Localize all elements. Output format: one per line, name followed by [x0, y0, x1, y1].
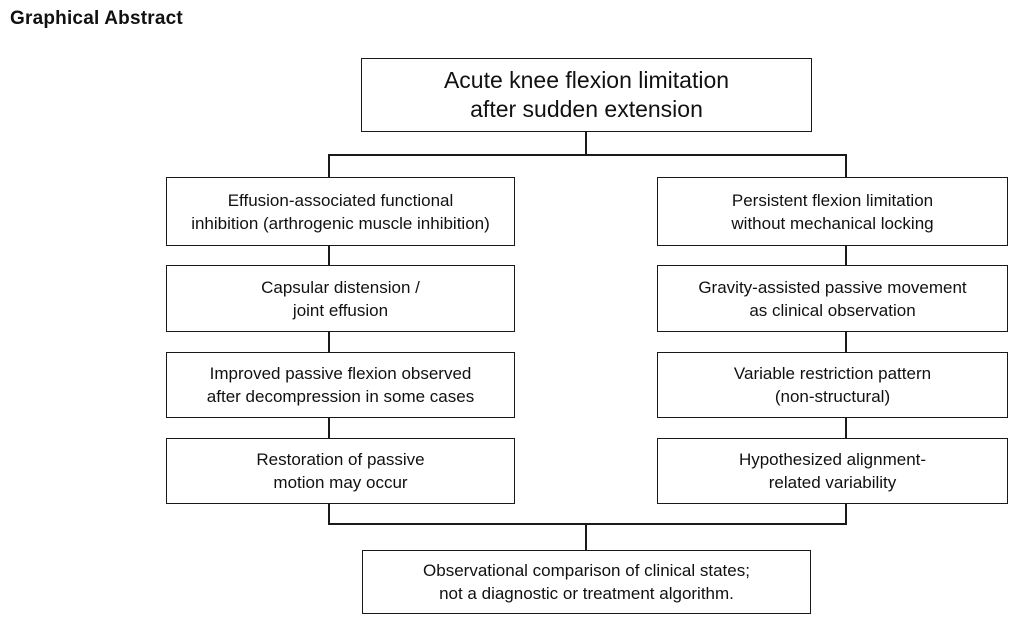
right-box-4: Hypothesized alignment- related variabil…	[657, 438, 1008, 504]
left-box-2: Capsular distension / joint effusion	[166, 265, 515, 332]
left-box-2-line-2: joint effusion	[292, 300, 389, 320]
left-box-3-line-2: after decompression in some cases	[206, 387, 475, 406]
connector-left-1-2	[328, 245, 330, 265]
connector-right-3-4	[845, 417, 847, 438]
right-box-3: Variable restriction pattern (non-struct…	[657, 352, 1008, 418]
right-box-2-line-2: as clinical observation	[749, 300, 916, 320]
left-box-1-line-2: inhibition (arthrogenic muscle inhibitio…	[191, 213, 490, 233]
start-box-line-1: Acute knee flexion limitation	[443, 67, 730, 93]
connector-left-2-3	[328, 331, 330, 352]
left-box-4-line-2: motion may occur	[273, 473, 408, 492]
connector-left-bottom-drop	[328, 503, 330, 524]
connector-top-branch	[328, 154, 847, 156]
right-box-2-line-1: Gravity-assisted passive movement	[698, 277, 967, 297]
start-box: Acute knee flexion limitation after sudd…	[361, 58, 812, 132]
conclusion-box-line-2: not a diagnostic or treatment algorithm.	[439, 584, 734, 603]
conclusion-box: Observational comparison of clinical sta…	[362, 550, 811, 614]
connector-top-stem	[585, 131, 587, 155]
right-box-2: Gravity-assisted passive movement as cli…	[657, 265, 1008, 332]
right-box-3-line-2: (non-structural)	[774, 387, 891, 406]
right-box-1: Persistent flexion limitation without me…	[657, 177, 1008, 246]
left-box-3: Improved passive flexion observed after …	[166, 352, 515, 418]
conclusion-box-line-1: Observational comparison of clinical sta…	[423, 561, 750, 580]
connector-left-3-4	[328, 417, 330, 438]
right-box-1-line-2: without mechanical locking	[731, 213, 934, 233]
left-box-1-line-1: Effusion-associated functional	[227, 190, 454, 210]
right-box-4-line-1: Hypothesized alignment-	[738, 450, 927, 469]
connector-bottom-merge	[328, 523, 847, 525]
left-box-4-line-1: Restoration of passive	[256, 450, 425, 469]
right-box-1-line-1: Persistent flexion limitation	[731, 190, 934, 210]
right-box-3-line-1: Variable restriction pattern	[733, 364, 932, 383]
connector-right-1-2	[845, 245, 847, 265]
connector-right-2-3	[845, 331, 847, 352]
page-title: Graphical Abstract	[10, 8, 183, 29]
connector-left-drop	[328, 154, 330, 177]
left-box-2-line-1: Capsular distension /	[261, 277, 420, 297]
start-box-line-2: after sudden extension	[470, 96, 703, 122]
connector-bottom-stem	[585, 523, 587, 550]
connector-right-bottom-drop	[845, 503, 847, 524]
left-box-1: Effusion-associated functional inhibitio…	[166, 177, 515, 246]
right-box-4-line-2: related variability	[768, 473, 897, 492]
left-box-4: Restoration of passive motion may occur	[166, 438, 515, 504]
left-box-3-line-1: Improved passive flexion observed	[209, 364, 472, 383]
connector-right-drop	[845, 154, 847, 177]
